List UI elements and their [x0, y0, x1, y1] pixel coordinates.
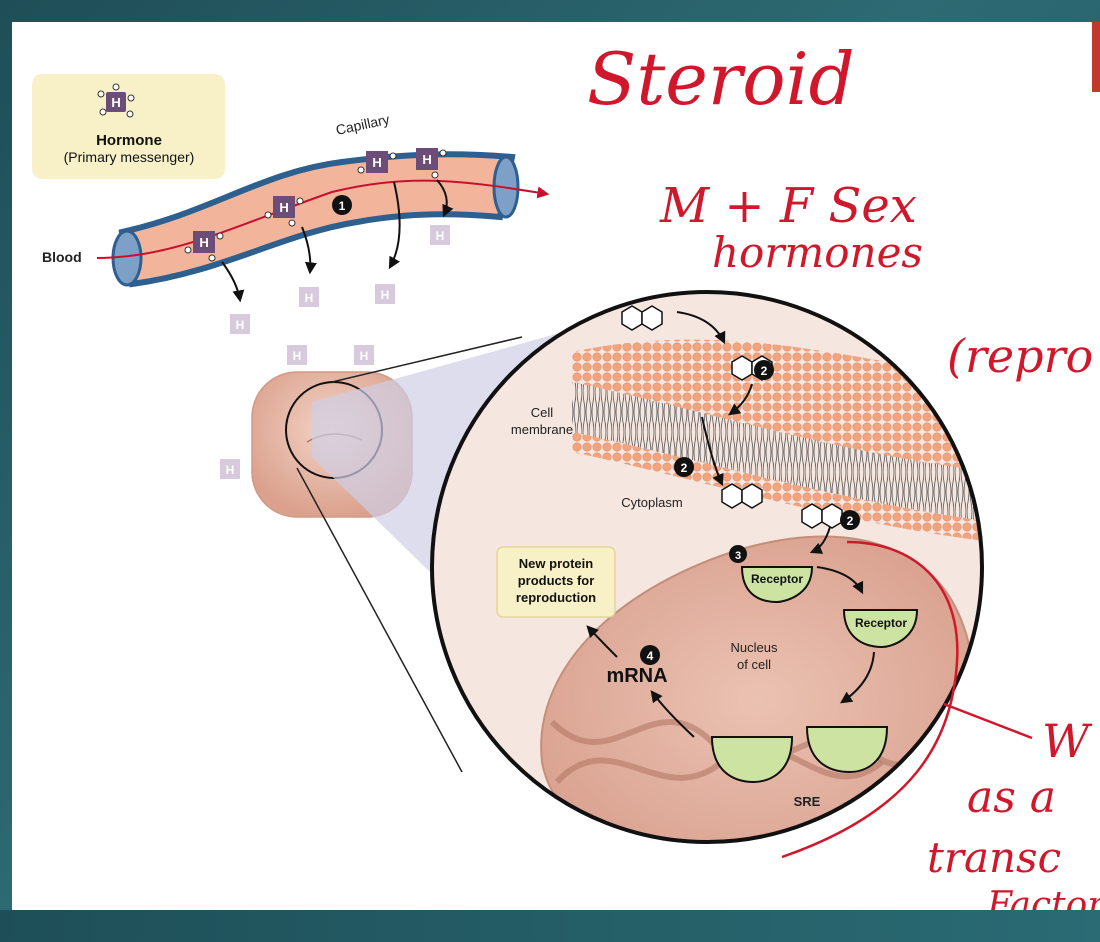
capillary-label: Capillary: [334, 111, 391, 138]
new-protein-line-2: products for: [518, 573, 595, 588]
note-repro: (repro: [947, 329, 1093, 383]
svg-text:H: H: [279, 200, 288, 215]
note-w: W: [1042, 714, 1093, 768]
handwritten-notes: Steroid M + F Sex hormones (repro W as a…: [587, 37, 1100, 910]
hormone-molecules: H H H H H H H H H H H 1: [184, 148, 454, 479]
svg-text:H: H: [360, 349, 369, 363]
slide-bottom-bar: [0, 910, 1100, 942]
hormone-molecule: H: [264, 196, 304, 227]
svg-text:H: H: [226, 463, 235, 477]
svg-text:H: H: [111, 95, 120, 110]
slide-canvas: H Hormone (Primary messenger) Capillary …: [12, 22, 1100, 910]
accent-strip: [1092, 22, 1100, 92]
new-protein-box: New protein products for reproduction: [496, 546, 616, 618]
cell-membrane-label-1: Cell: [531, 405, 554, 420]
step-2-badge-b: 2: [681, 461, 688, 475]
receptor-sre-left: [710, 736, 794, 784]
svg-text:H: H: [381, 288, 390, 302]
cell-membrane-label-2: membrane: [511, 422, 573, 437]
receptor-label-2: Receptor: [855, 616, 907, 630]
steroid-molecules: [621, 305, 843, 529]
zoom-circle: 2 2 2 3 4 Receptor Receptor Cell membran…: [430, 290, 984, 844]
note-pointer-line: [943, 702, 1033, 740]
receptor-1: Receptor: [740, 566, 814, 604]
cytoplasm-label: Cytoplasm: [621, 495, 682, 510]
receptor-sre-right: [805, 726, 889, 774]
receptor-label-1: Receptor: [751, 572, 803, 586]
svg-text:H: H: [199, 235, 208, 250]
note-transc: transc: [927, 833, 1061, 882]
new-protein-line-3: reproduction: [516, 590, 596, 605]
note-as-a: as a: [967, 772, 1056, 823]
nucleus-label-2: of cell: [737, 657, 771, 672]
note-hormones: hormones: [712, 228, 923, 277]
svg-text:H: H: [436, 229, 445, 243]
svg-text:H: H: [293, 349, 302, 363]
step-2-badge-c: 2: [847, 514, 854, 528]
svg-text:H: H: [236, 318, 245, 332]
svg-text:H: H: [305, 291, 314, 305]
note-bracket-curve: [781, 540, 959, 859]
receptor-2: Receptor: [842, 609, 919, 649]
step-2-badge-a: 2: [761, 364, 768, 378]
svg-text:H: H: [372, 155, 381, 170]
hormone-legend: H Hormone (Primary messenger): [32, 74, 225, 179]
note-steroid: Steroid: [587, 37, 855, 121]
step-1-badge: 1: [339, 199, 346, 213]
sre-label: SRE: [794, 794, 821, 809]
hormone-molecule: H: [184, 231, 224, 262]
hormone-legend-title: Hormone: [96, 132, 162, 149]
svg-text:H: H: [422, 152, 431, 167]
nucleus-label-1: Nucleus: [731, 640, 778, 655]
mrna-label: mRNA: [606, 665, 667, 687]
note-factor: Factor: [986, 885, 1100, 910]
hormone-molecule: H: [357, 151, 397, 174]
hormone-molecule: H: [416, 148, 447, 179]
hormone-icon: H: [97, 83, 135, 118]
step-3-badge: 3: [735, 550, 741, 562]
hormone-legend-subtitle: (Primary messenger): [64, 149, 195, 165]
step-4-badge: 4: [647, 649, 654, 663]
note-mf-sex: M + F Sex: [659, 178, 917, 234]
blood-label: Blood: [42, 249, 82, 265]
steroid-hormone-diagram: H Hormone (Primary messenger) Capillary …: [32, 37, 1100, 910]
new-protein-line-1: New protein: [519, 556, 593, 571]
